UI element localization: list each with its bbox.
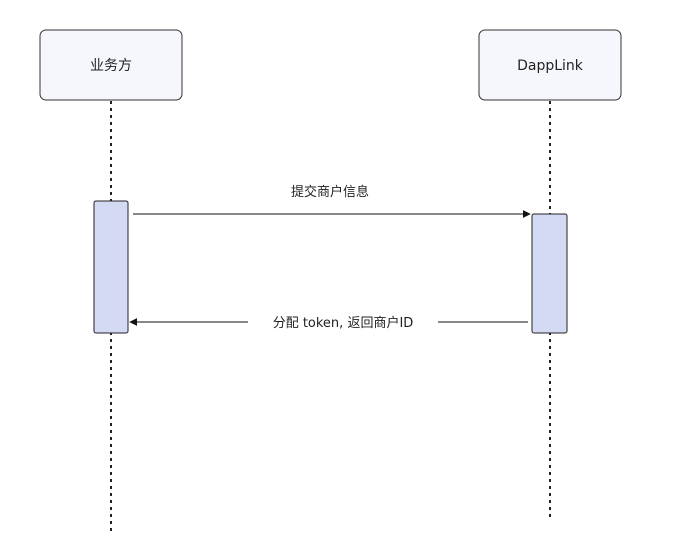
message-submit-merchant-info: 提交商户信息 (133, 184, 531, 218)
actor-label-dapplink: DappLink (517, 58, 584, 74)
message-label-assign: 分配 token, 返回商户ID (273, 315, 414, 331)
actor-dapplink: DappLink (478, 29, 622, 101)
actor-box-dapplink (478, 29, 622, 101)
message-label-bg-assign (248, 312, 438, 332)
actor-box-business (39, 29, 183, 101)
activation-business (93, 200, 129, 334)
message-assign-token: 分配 token, 返回商户ID (129, 312, 528, 332)
message-label-submit: 提交商户信息 (291, 184, 369, 200)
activation-dapplink (531, 213, 568, 334)
actor-label-business: 业务方 (90, 58, 132, 74)
actor-business: 业务方 (39, 29, 183, 101)
